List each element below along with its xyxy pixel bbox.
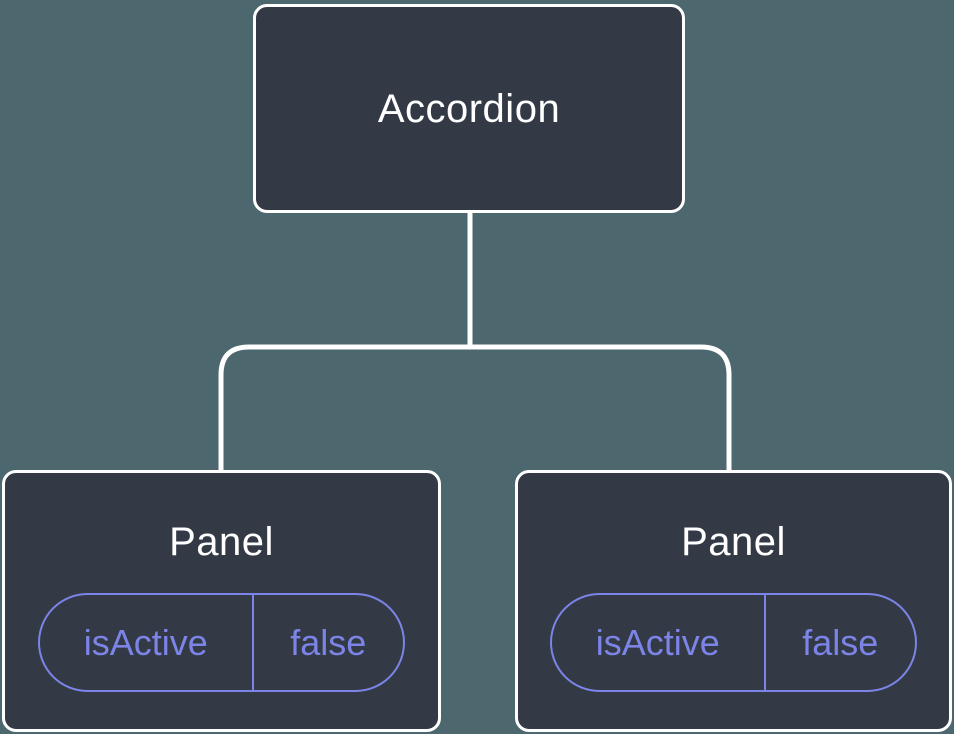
panel-node-right: Panel isActive false <box>515 470 952 732</box>
state-value: false <box>763 595 915 690</box>
panel-node-left: Panel isActive false <box>2 470 441 732</box>
state-key: isActive <box>595 621 720 663</box>
connector-bracket <box>218 344 732 472</box>
state-key: isActive <box>83 621 208 663</box>
panel-node-label: Panel <box>681 520 786 564</box>
state-pill: isActive false <box>550 593 917 692</box>
accordion-node: Accordion <box>253 4 685 213</box>
state-value: false <box>251 595 403 690</box>
panel-node-label: Panel <box>169 520 274 564</box>
state-pill: isActive false <box>38 593 405 692</box>
accordion-node-label: Accordion <box>377 86 561 131</box>
